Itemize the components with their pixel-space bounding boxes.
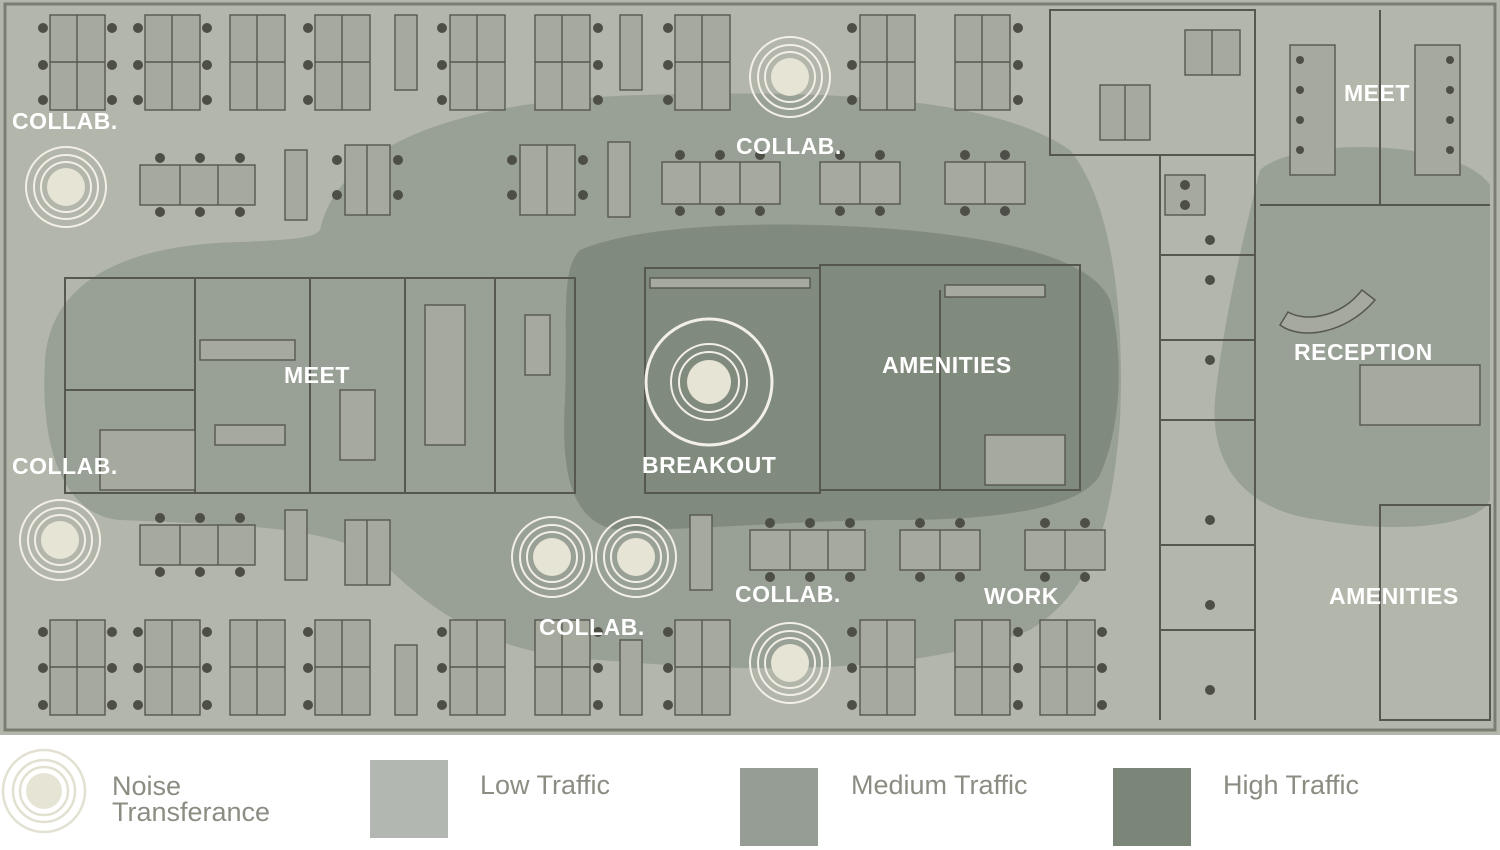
concentric-rings-icon bbox=[19, 499, 101, 581]
label-collab-top-left: COLLAB. bbox=[12, 108, 118, 134]
label-collab-bottom-center: COLLAB. bbox=[735, 581, 841, 607]
label-meet-left: MEET bbox=[284, 362, 350, 388]
label-meet-top-right: MEET bbox=[1344, 80, 1410, 106]
interior-walls bbox=[64, 9, 1491, 721]
low-traffic-swatch bbox=[370, 760, 448, 838]
legend-medium-label: Medium Traffic bbox=[851, 770, 1028, 800]
concentric-rings-icon bbox=[644, 317, 774, 447]
label-work: WORK bbox=[984, 583, 1059, 609]
label-amenities-right: AMENITIES bbox=[1329, 583, 1459, 609]
high-traffic-zone bbox=[564, 224, 1119, 530]
medium-traffic-swatch bbox=[740, 768, 818, 846]
noise-transference-icon bbox=[1, 748, 87, 834]
concentric-rings-icon bbox=[25, 146, 107, 228]
concentric-rings-icon bbox=[511, 516, 593, 598]
legend-low-label: Low Traffic bbox=[480, 770, 611, 800]
label-collab-bottom: COLLAB. bbox=[539, 614, 645, 640]
legend: Noise Transferance Low Traffic Medium Tr… bbox=[0, 735, 1500, 850]
label-collab-top-center: COLLAB. bbox=[736, 133, 842, 159]
high-traffic-swatch bbox=[1113, 768, 1191, 846]
legend-high-label: High Traffic bbox=[1223, 770, 1360, 800]
legend-noise-label: Noise Transferance bbox=[112, 771, 271, 827]
label-collab-mid-left: COLLAB. bbox=[12, 453, 118, 479]
reception-desk bbox=[1279, 288, 1377, 334]
label-amenities-center: AMENITIES bbox=[882, 352, 1012, 378]
concentric-rings-icon bbox=[749, 622, 831, 704]
label-breakout: BREAKOUT bbox=[642, 452, 776, 478]
label-reception: RECEPTION bbox=[1294, 339, 1433, 365]
zone-labels: COLLAB. COLLAB. MEET MEET AMENITIES RECE… bbox=[12, 80, 1459, 640]
floor-plan: COLLAB. COLLAB. MEET MEET AMENITIES RECE… bbox=[0, 0, 1500, 735]
noise-rings bbox=[19, 36, 831, 704]
chairs bbox=[38, 23, 1454, 710]
concentric-rings-icon bbox=[749, 36, 831, 118]
building-outline bbox=[3, 2, 1497, 732]
workstations bbox=[49, 14, 1481, 716]
concentric-rings-icon bbox=[595, 516, 677, 598]
